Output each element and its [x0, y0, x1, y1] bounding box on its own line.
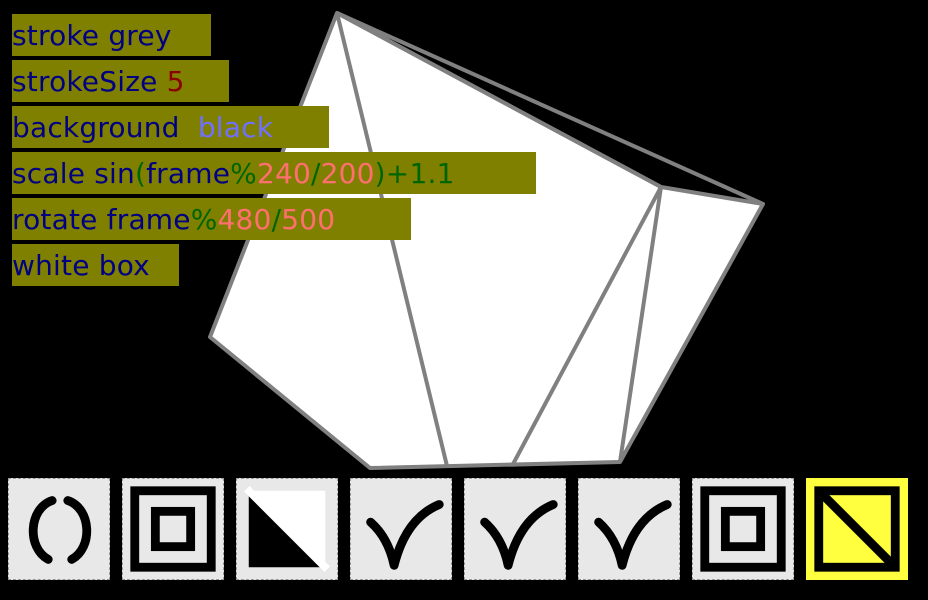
- code-token: stroke grey: [12, 19, 172, 52]
- code-token: %: [230, 157, 257, 190]
- code-token: /: [271, 203, 282, 236]
- code-token: background: [12, 111, 198, 144]
- code-token: %: [190, 203, 218, 236]
- checkmark-icon: [480, 500, 558, 570]
- square-in-square-icon: [700, 486, 786, 572]
- code-token: 500: [281, 203, 336, 236]
- code-line-highlight: [12, 106, 329, 148]
- code-line[interactable]: stroke grey: [12, 14, 211, 56]
- code-token: scale sin: [12, 157, 135, 190]
- code-token: (: [134, 157, 147, 190]
- frame-button-2[interactable]: [692, 478, 794, 580]
- code-line[interactable]: scale sin(frame%240/200)+1.1: [12, 152, 536, 194]
- code-token: +1.1: [385, 157, 455, 190]
- diagonal-square-icon: [814, 486, 900, 572]
- code-line[interactable]: background black: [12, 106, 329, 148]
- code-line[interactable]: strokeSize 5: [12, 60, 229, 102]
- toolbar: [0, 470, 928, 600]
- code-line[interactable]: white box: [12, 244, 179, 286]
- render-canvas: [208, 11, 765, 470]
- code-line-highlight: [12, 198, 411, 240]
- check-button-3[interactable]: [578, 478, 680, 580]
- frame-button[interactable]: [122, 478, 224, 580]
- code-token: black: [197, 111, 274, 144]
- code-token: 480: [217, 203, 272, 236]
- code-line-highlight: [12, 152, 536, 194]
- code-token: 5: [166, 65, 185, 98]
- checkmark-icon: [594, 500, 672, 570]
- white-box: [208, 11, 765, 470]
- code-token: 200: [320, 157, 375, 190]
- code-token: /: [310, 157, 321, 190]
- code-token: white box: [12, 249, 150, 282]
- code-token: frame: [146, 157, 231, 190]
- reset-icon: [28, 496, 92, 564]
- code-line-highlight: [12, 14, 211, 56]
- code-token: ): [374, 157, 386, 190]
- code-line[interactable]: rotate frame%480/500: [12, 198, 411, 240]
- check-button-2[interactable]: [464, 478, 566, 580]
- diagonal-button-active[interactable]: [806, 478, 908, 580]
- diagonal-square-icon: [244, 486, 330, 572]
- code-line-highlight: [12, 60, 229, 102]
- reset-button[interactable]: [8, 478, 110, 580]
- code-line-highlight: [12, 244, 179, 286]
- code-token: rotate frame: [12, 203, 191, 236]
- code-token: 240: [256, 157, 311, 190]
- diagonal-button[interactable]: [236, 478, 338, 580]
- check-button-1[interactable]: [350, 478, 452, 580]
- checkmark-icon: [366, 500, 444, 570]
- code-token: strokeSize: [12, 65, 167, 98]
- square-in-square-icon: [130, 486, 216, 572]
